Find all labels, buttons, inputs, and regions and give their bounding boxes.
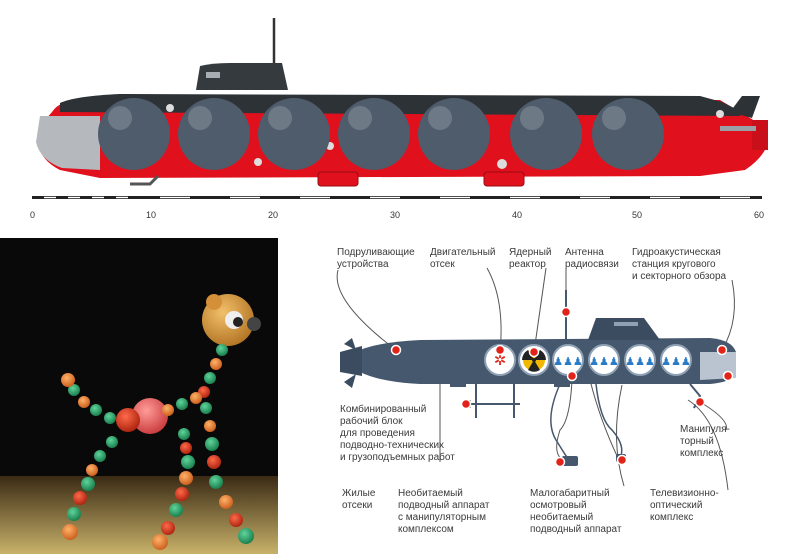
label-thrusters: Подруливающие устройства	[337, 247, 415, 270]
porthole	[716, 110, 724, 118]
lower-pod-2	[483, 171, 525, 187]
module-engine: ✲	[484, 344, 516, 376]
toy-legs	[62, 402, 254, 550]
toy-tail	[61, 373, 102, 416]
porthole	[497, 159, 507, 169]
porthole	[254, 158, 262, 166]
crew-icon: ♟♟♟	[589, 356, 619, 368]
stern-fin-top	[730, 96, 760, 118]
toy-back	[104, 392, 202, 432]
crew-icon: ♟♟♟	[553, 356, 583, 368]
submarine-side-view	[32, 18, 768, 199]
label-small-vehicle: Малогабаритный осмотровый необитаемый по…	[530, 488, 622, 535]
scale-tick: 0	[30, 210, 36, 220]
toy-body	[132, 398, 168, 434]
uninhabited-vehicle	[562, 456, 578, 466]
stern-propeller	[752, 120, 768, 150]
porthole	[166, 104, 174, 112]
label-combined-block: Комбинированный рабочий блок для проведе…	[340, 404, 455, 463]
label-reactor: Ядерный реактор	[509, 247, 552, 270]
tower-window	[206, 72, 220, 78]
callout-dots	[390, 306, 734, 468]
lower-pod-1	[317, 171, 359, 187]
tow-hook	[130, 174, 160, 186]
stern-shaft	[720, 126, 756, 131]
scale-tick: 10	[146, 210, 157, 220]
submarine-schematic: ✲ ♟♟♟ ♟♟♟ ♟♟♟ ♟♟♟	[336, 267, 736, 491]
toy-nose	[247, 317, 261, 331]
combined-work-block	[456, 377, 526, 418]
label-living-compartments: Жилые отсеки	[342, 488, 376, 511]
scale-bar-stripes	[44, 196, 750, 199]
scale-tick: 50	[632, 210, 643, 220]
module-reactor	[518, 344, 550, 376]
crew-icon: ♟♟♟	[661, 356, 691, 368]
label-uninhabited-vehicle: Необитаемый подводный аппарат с манипуля…	[398, 488, 490, 535]
toy-neck	[198, 344, 228, 398]
schematic-sail	[588, 318, 660, 340]
label-manipulator: Манипуля- торный комплекс	[680, 424, 730, 459]
bow-section	[36, 116, 100, 170]
pressure-spheres	[98, 98, 664, 170]
module-living: ♟♟♟ ♟♟♟ ♟♟♟ ♟♟♟	[552, 344, 692, 376]
schematic-tail	[340, 346, 362, 376]
toy-ear	[206, 294, 222, 310]
conning-tower	[196, 63, 288, 90]
scale-tick: 20	[268, 210, 279, 220]
scale-tick: 40	[512, 210, 523, 220]
label-tv-optical: Телевизионно- оптический комплекс	[650, 488, 719, 523]
scale-tick: 60	[754, 210, 765, 220]
bead-toy-illustration	[0, 294, 278, 554]
label-engine-compartment: Двигательный отсек	[430, 247, 496, 270]
label-radio-antenna: Антенна радиосвязи	[565, 247, 619, 270]
crew-icon: ♟♟♟	[625, 356, 655, 368]
bead-toy-photo	[0, 238, 278, 554]
label-sonar-station: Гидроакустическая станция кругового и се…	[632, 247, 727, 282]
propeller-icon: ✲	[494, 352, 507, 369]
scale-tick: 30	[390, 210, 401, 220]
tether-cable	[595, 383, 623, 459]
